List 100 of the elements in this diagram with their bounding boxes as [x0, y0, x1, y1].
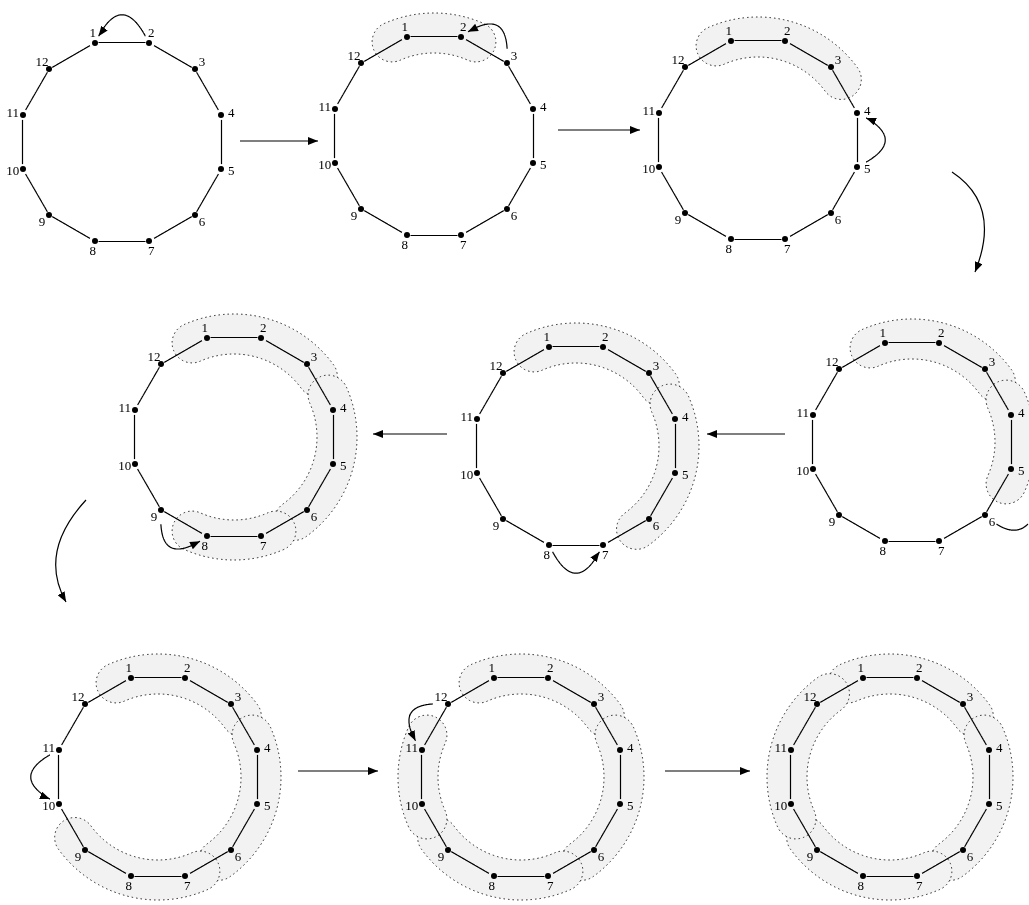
vertex-number: 1	[542, 329, 551, 344]
polygon-side	[163, 340, 203, 363]
vertex-number: 2	[183, 660, 192, 675]
polygon-side	[661, 69, 684, 109]
polygon-side	[887, 540, 937, 543]
polygon-side	[232, 706, 255, 746]
vertex-number: 2	[783, 23, 792, 38]
vertex-number: 3	[965, 690, 975, 705]
vertex-number: 11	[5, 105, 21, 120]
polygon-side	[964, 808, 987, 848]
curved-arrow	[160, 523, 201, 550]
polygon-side	[308, 468, 331, 508]
vertex-number: 1	[724, 23, 733, 38]
vertex-number: 4	[226, 105, 236, 120]
polygon-side	[815, 371, 838, 411]
vertex-number: 7	[259, 539, 268, 554]
vertex-number: 11	[459, 409, 475, 424]
polygon-side	[650, 477, 673, 517]
vertex-number: 6	[197, 214, 207, 229]
polygon-side	[424, 706, 447, 746]
vertex-number: 9	[827, 514, 837, 529]
vertex-number: 4	[538, 99, 548, 114]
polygon-side	[25, 173, 48, 213]
polygon-side	[789, 754, 792, 800]
vertex-number: 9	[73, 849, 83, 864]
polygon-side	[789, 43, 829, 66]
vertex-number: 11	[404, 740, 420, 755]
polygon-side	[793, 808, 816, 848]
polygon-side	[841, 516, 881, 539]
vertex-number: 7	[183, 879, 192, 894]
vertex-number: 6	[833, 212, 843, 227]
vertex-number: 3	[197, 55, 207, 70]
polygon-side	[988, 754, 991, 800]
vertex-number: 1	[200, 320, 209, 335]
vertex-number: 3	[651, 359, 661, 374]
vertex-number: 11	[317, 99, 333, 114]
polygon-side	[552, 680, 592, 703]
curved-arrow	[30, 754, 51, 800]
polygon-side	[1010, 419, 1013, 465]
polygon-side	[532, 113, 535, 159]
polygon-side	[650, 375, 673, 415]
polygon-side	[887, 341, 937, 344]
vertex-number: 4	[680, 409, 690, 424]
polygon-side	[153, 45, 193, 68]
vertex-number: 7	[783, 242, 792, 257]
polygon-side	[479, 375, 502, 415]
vertex-number: 10	[459, 468, 475, 483]
vertex-number: 12	[70, 690, 86, 705]
polygon-side	[819, 851, 859, 874]
curved-arrow	[407, 703, 434, 742]
vertex-number: 10	[317, 158, 333, 173]
polygon-side	[21, 119, 24, 165]
vertex-number: 10	[795, 464, 811, 479]
polygon-side	[450, 680, 490, 703]
vertex-number: 7	[601, 548, 610, 563]
vertex-number: 8	[400, 238, 409, 253]
vertex-number: 7	[147, 244, 156, 259]
curved-arrow	[97, 14, 147, 37]
vertex-number: 6	[233, 849, 243, 864]
polygon-side	[943, 345, 983, 368]
vertex-number: 6	[987, 514, 997, 529]
vertex-number: 5	[625, 799, 635, 814]
polygon-side	[508, 65, 531, 105]
vertex-number: 10	[641, 162, 657, 177]
polygon-side	[832, 171, 855, 211]
polygon-side	[986, 473, 1009, 513]
polygon-side	[87, 680, 127, 703]
vertex-number: 6	[651, 518, 661, 533]
polygon-side	[687, 214, 727, 237]
polygon-side	[87, 851, 127, 874]
vertex-number: 2	[459, 19, 468, 34]
curved-arrow	[467, 23, 508, 50]
vertex-number: 5	[1016, 464, 1026, 479]
vertex-number: 7	[915, 879, 924, 894]
polygon-side	[505, 520, 545, 543]
polygon-side	[595, 808, 618, 848]
polygon-side	[475, 423, 478, 469]
polygon-side	[921, 851, 961, 874]
vertex-number: 6	[309, 509, 319, 524]
polygon-side	[964, 706, 987, 746]
vertex-number: 9	[149, 509, 159, 524]
polygon-side	[409, 35, 459, 38]
polygon-side	[551, 345, 601, 348]
polygon-side	[986, 371, 1009, 411]
vertex-number: 9	[349, 208, 359, 223]
vertex-number: 1	[124, 660, 133, 675]
polygon-side	[409, 234, 459, 237]
vertex-number: 9	[491, 518, 501, 533]
vertex-number: 8	[487, 879, 496, 894]
vertex-number: 4	[625, 740, 635, 755]
vertex-number: 3	[987, 355, 997, 370]
vertex-number: 12	[488, 359, 504, 374]
polygon-side	[619, 754, 622, 800]
polygon-side	[363, 39, 403, 62]
polygon-side	[687, 43, 727, 66]
vertex-number: 8	[724, 242, 733, 257]
polygon-side	[921, 680, 961, 703]
vertex-number: 2	[937, 325, 946, 340]
vertex-number: 3	[509, 49, 519, 64]
polygon-side	[256, 754, 259, 800]
